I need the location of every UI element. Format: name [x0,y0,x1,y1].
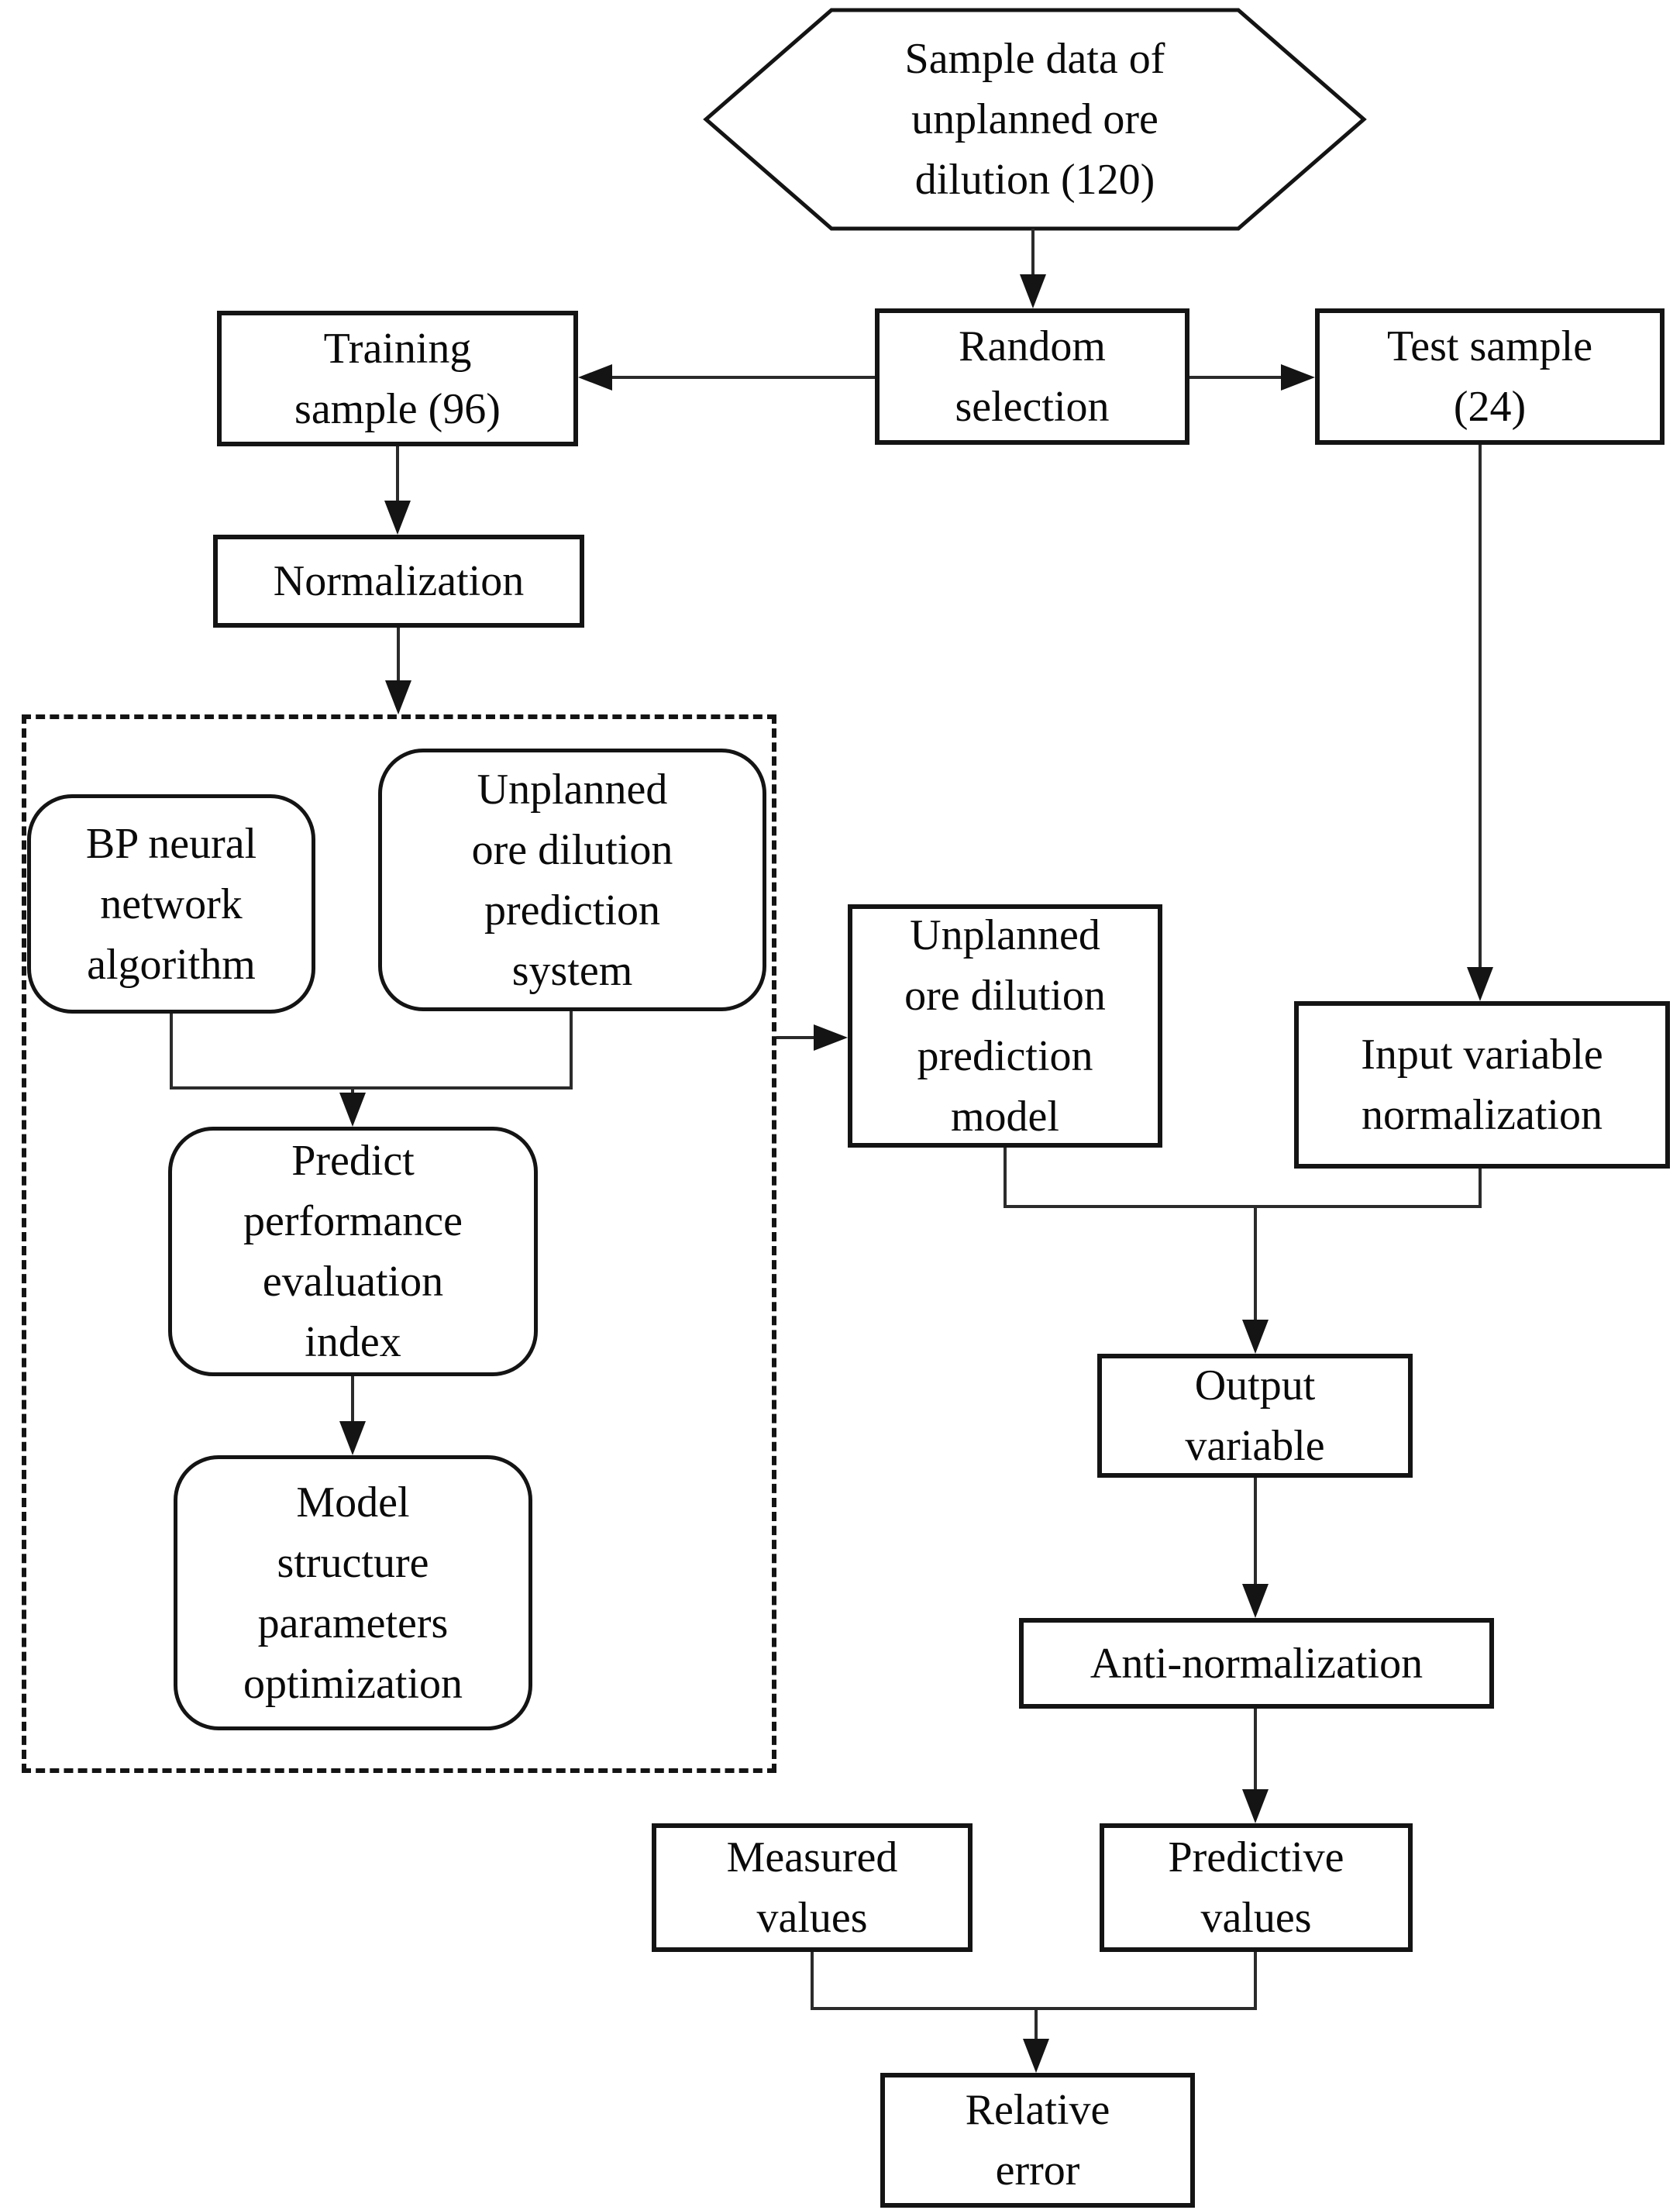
connector-input-normalization-down [1479,1169,1482,1208]
bp-algorithm-label: BP neural network algorithm [85,819,257,989]
input-normalization-label: Input variable normalization [1361,1031,1603,1139]
anti-normalization-label: Anti-normalization [1090,1639,1424,1688]
connector-bp-down [170,1014,173,1090]
connector-test-to-input-normalization [1479,445,1482,972]
connector-measured-down [811,1952,814,2010]
node-normalization: Normalization [213,535,584,628]
connector-prediction-model-down [1004,1148,1007,1208]
connector-anti-to-predictive-values [1254,1709,1257,1794]
prediction-system-label: Unplanned ore dilution prediction system [471,765,673,995]
predictive-values-label: Predictive values [1168,1833,1344,1942]
node-sample-data-hexagon: Sample data of unplanned ore dilution (1… [701,6,1368,232]
connector-merge-to-predict-index [351,1086,354,1097]
arrowhead-into-anti-normalization [1242,1584,1269,1618]
node-input-variable-normalization: Input variable normalization [1294,1001,1670,1169]
connector-predict-to-model-optimization [351,1376,354,1426]
connector-merge-bp-system [170,1086,573,1090]
connector-merge-measured-predictive [811,2007,1257,2010]
random-selection-label: Random selection [955,322,1110,431]
connector-system-down [570,1011,573,1090]
test-sample-label: Test sample (24) [1386,322,1593,431]
arrowhead-into-relative-error [1023,2039,1049,2073]
node-prediction-model: Unplanned ore dilution prediction model [848,904,1162,1148]
node-relative-error: Relative error [880,2073,1195,2208]
connector-training-to-normalization [396,446,399,505]
node-test-sample: Test sample (24) [1315,308,1665,445]
arrowhead-into-predict-index [339,1093,366,1127]
connector-merge-to-relative-error [1035,2007,1038,2043]
arrowhead-into-training-sample [578,364,612,391]
arrowhead-into-test-sample [1281,364,1315,391]
arrowhead-into-input-normalization [1467,967,1493,1001]
node-predictive-values: Predictive values [1100,1823,1413,1952]
node-anti-normalization: Anti-normalization [1019,1618,1494,1709]
connector-merge-to-output-variable [1254,1205,1257,1324]
connector-predictive-down [1254,1952,1257,2010]
connector-normalization-to-dashed-region [397,628,400,685]
normalization-label: Normalization [273,557,525,605]
arrowhead-into-model-optimization [339,1421,366,1455]
connector-merge-model-inputnorm [1004,1205,1482,1208]
relative-error-label: Relative error [965,2086,1110,2195]
node-predict-performance-evaluation-index: Predict performance evaluation index [168,1127,538,1376]
node-bp-neural-network-algorithm: BP neural network algorithm [27,794,315,1014]
connector-output-to-anti-normalization [1254,1478,1257,1589]
arrowhead-into-random-selection [1020,274,1046,308]
node-prediction-system: Unplanned ore dilution prediction system [378,749,766,1011]
training-sample-label: Training sample (96) [294,324,501,433]
training-process-dashed-region [22,714,776,1773]
model-optimization-label: Model structure parameters optimization [243,1478,463,1708]
arrowhead-into-dashed-region [385,680,411,714]
connector-hexagon-to-random [1031,229,1035,277]
node-output-variable: Output variable [1097,1354,1413,1478]
node-random-selection: Random selection [875,308,1189,445]
sample-data-label: Sample data of unplanned ore dilution (1… [904,35,1165,204]
arrowhead-into-normalization [384,501,411,535]
output-variable-label: Output variable [1185,1361,1325,1470]
measured-values-label: Measured values [726,1833,898,1942]
node-measured-values: Measured values [652,1823,973,1952]
connector-dashed-to-prediction-model [776,1036,818,1039]
node-training-sample: Training sample (96) [217,311,578,446]
connector-random-to-training [611,376,875,379]
predict-index-label: Predict performance evaluation index [243,1137,463,1366]
hexagon-shape [703,8,1367,231]
node-model-structure-parameters-optimization: Model structure parameters optimization [174,1455,532,1730]
arrowhead-into-predictive-values [1242,1789,1269,1823]
connector-random-to-test [1189,376,1282,379]
prediction-model-label: Unplanned ore dilution prediction model [904,911,1106,1141]
arrowhead-into-output-variable [1242,1320,1269,1354]
arrowhead-into-prediction-model [814,1024,848,1051]
